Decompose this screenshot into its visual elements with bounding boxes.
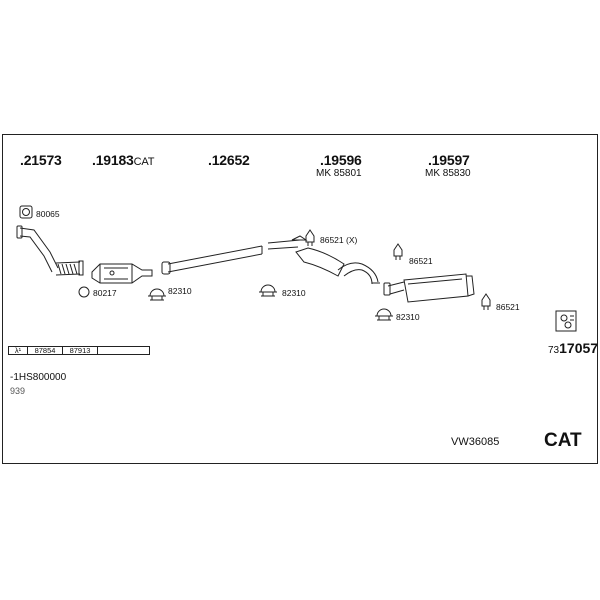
ring-gasket-shape [78, 286, 90, 298]
part-number-middle-silencer: .19596 [320, 152, 362, 168]
chassis-range: -1HS800000 [10, 372, 67, 383]
label-gasket: 80065 [36, 209, 60, 219]
hanger-2-shape [393, 243, 403, 260]
label-hanger-3: 86521 [496, 302, 520, 312]
clamp-2-shape [259, 284, 277, 297]
clamp-1-shape [148, 288, 166, 301]
lambda-strip: λ¹ 87854 87913 [8, 346, 150, 355]
mk-code-middle: MK 85801 [316, 168, 362, 179]
label-hanger-2: 86521 [409, 256, 433, 266]
label-ring-gasket: 80217 [93, 288, 117, 298]
fitting-kit-icon [555, 310, 577, 332]
middle-silencer-shape [267, 235, 380, 285]
catalyst-shape [91, 263, 153, 284]
label-clamp-1: 82310 [168, 286, 192, 296]
diagram-frame [2, 134, 598, 464]
reference-code: VW36085 [451, 436, 500, 448]
part-number-catalyst: .19183CAT [92, 152, 155, 168]
cat-label: CAT [544, 430, 582, 451]
gasket-80065-shape [19, 205, 33, 219]
label-hanger-x: 86521 (X) [320, 235, 358, 245]
part-number-rear-silencer: .19597 [428, 152, 470, 168]
part-number-front-pipe: .21573 [20, 152, 62, 168]
lambda-symbol: λ¹ [9, 347, 28, 354]
hanger-3-shape [481, 293, 491, 310]
hanger-x-shape [305, 229, 315, 246]
front-pipe-shape [16, 225, 84, 276]
diagram-code: 7317057 [548, 340, 599, 356]
mk-code-rear: MK 85830 [425, 168, 471, 179]
label-clamp-3: 82310 [396, 312, 420, 322]
vehicle-code: 939 [10, 386, 26, 396]
label-clamp-2: 82310 [282, 288, 306, 298]
strip-cell-1: 87854 [28, 347, 63, 354]
clamp-3-shape [375, 308, 393, 321]
strip-cell-3 [98, 347, 142, 354]
strip-cell-2: 87913 [63, 347, 98, 354]
center-pipe-shape [161, 245, 263, 275]
rear-silencer-shape [383, 273, 475, 303]
part-number-center-pipe: .12652 [208, 152, 250, 168]
